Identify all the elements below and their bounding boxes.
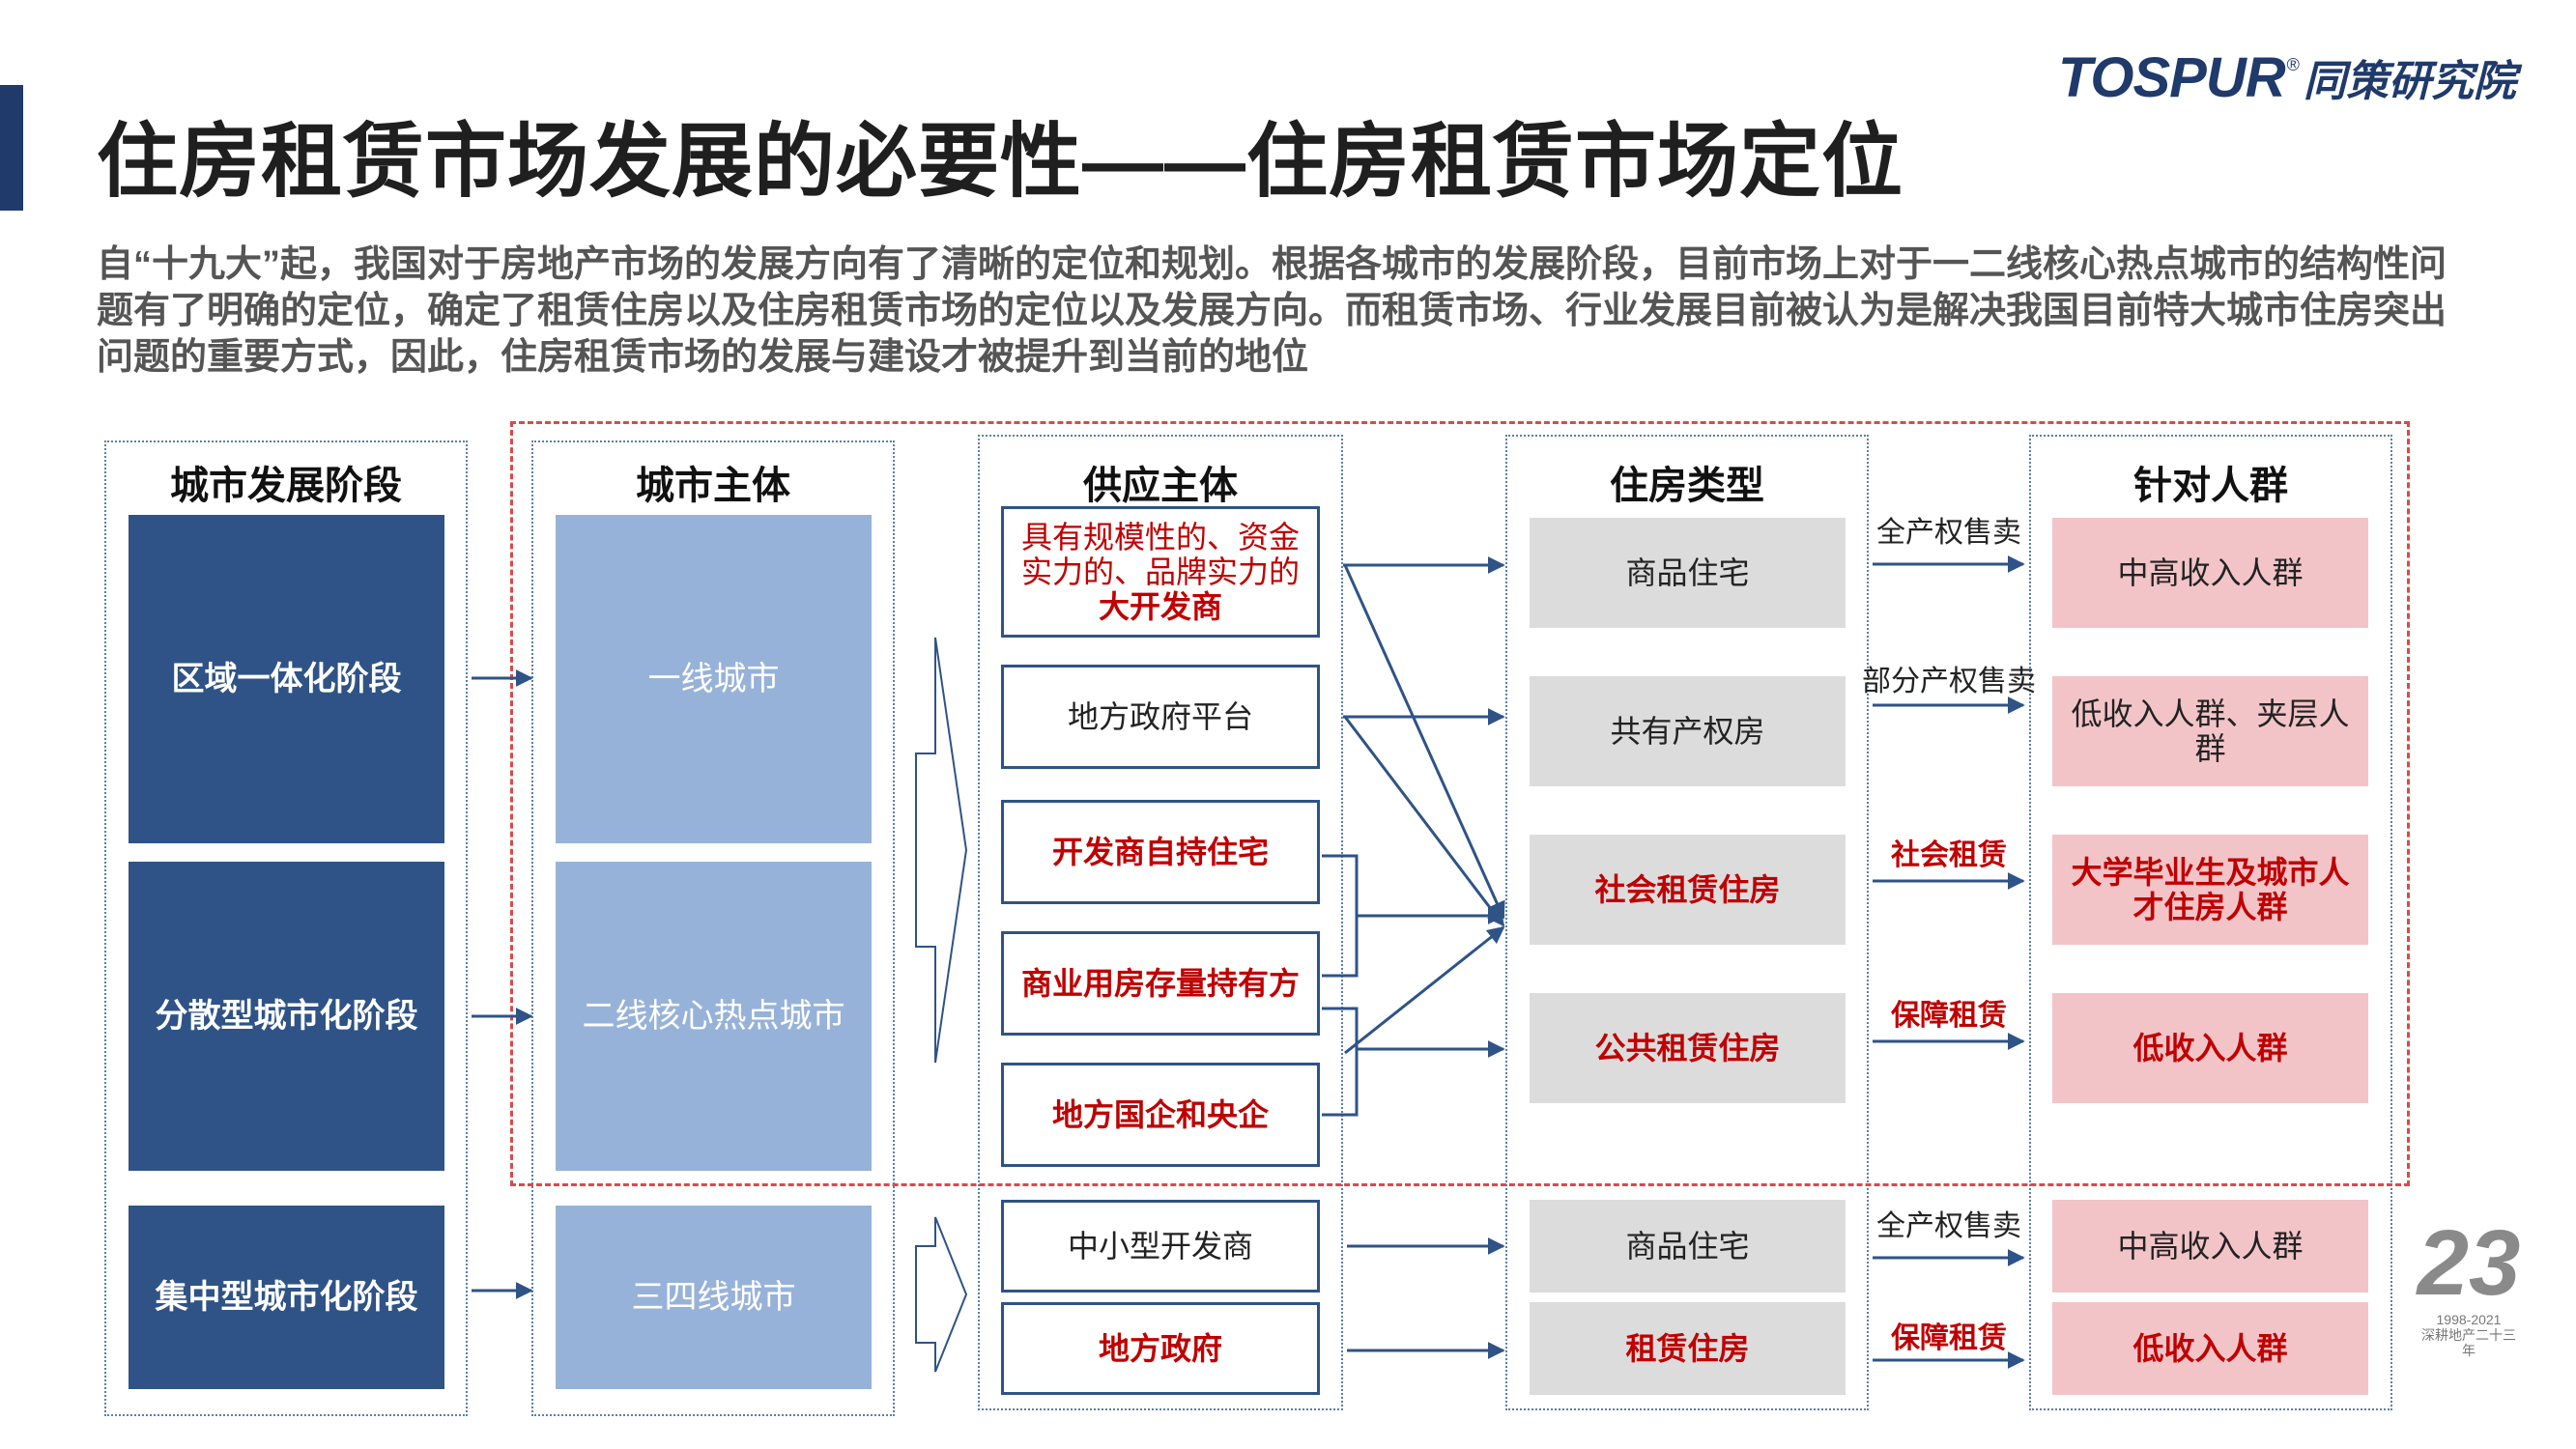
chevron-arrow-lower [915, 1216, 968, 1373]
supply-box: 地方政府平台 [1001, 665, 1320, 769]
supply-bracket [1322, 854, 1359, 978]
page-title: 住房租赁市场发展的必要性——住房租赁市场定位 [97, 116, 1904, 207]
intro-paragraph: 自“十九大”起，我国对于房地产市场的发展方向有了清晰的定位和规划。根据各城市的发… [97, 244, 2447, 378]
target-crowd-box: 低收入人群 [2052, 993, 2368, 1103]
badge-caption: 深耕地产二十三年 [2421, 1327, 2516, 1358]
title-accent-bar [0, 85, 23, 211]
housing-type-box: 商品住宅 [1530, 518, 1846, 628]
housing-type-box: 共有产权房 [1530, 676, 1846, 786]
housing-column-frame [1505, 435, 1869, 1410]
anniversary-badge: 23 1998-2021 深耕地产二十三年 [2416, 1211, 2522, 1359]
edge-label: 全产权售卖 [1876, 517, 2021, 549]
city-box: 一线城市 [556, 515, 872, 843]
edge-label: 全产权售卖 [1876, 1210, 2021, 1242]
housing-type-box: 租赁住房 [1530, 1302, 1846, 1395]
supply-housing-arrow [1343, 564, 1505, 920]
brand-logo: TOSPUR ® 同策研究院 [2058, 46, 2532, 109]
target-crowd-box: 中高收入人群 [2052, 1200, 2368, 1293]
stage-column-header: 城市发展阶段 [170, 465, 402, 507]
edge-label: 保障租赁 [1891, 1322, 2007, 1354]
logo-wordmark: TOSPUR [2058, 45, 2286, 109]
supply-column-header: 供应主体 [1083, 465, 1238, 507]
supply-box-highlight: 大开发商 [1098, 589, 1222, 624]
stage-column-frame [104, 440, 468, 1416]
crowd-column-header: 针对人群 [2133, 465, 2288, 507]
badge-years: 1998-2021 [2436, 1312, 2502, 1327]
target-crowd-box: 中高收入人群 [2052, 518, 2368, 628]
housing-type-box: 社会租赁住房 [1530, 835, 1846, 945]
housing-type-box: 商品住宅 [1530, 1200, 1846, 1293]
supply-box-text: 具有规模性的、资金实力的、品牌实力的 [1020, 520, 1300, 589]
chevron-arrow-upper [915, 637, 968, 1064]
city-column-frame [531, 440, 895, 1416]
supply-housing-arrow [1343, 716, 1505, 927]
supply-box: 中小型开发商 [1001, 1200, 1320, 1293]
stage-box: 集中型城市化阶段 [129, 1206, 444, 1389]
target-crowd-box: 低收入人群 [2052, 1302, 2368, 1395]
supply-box: 地方国企和央企 [1001, 1063, 1320, 1167]
edge-label: 保障租赁 [1891, 1000, 2007, 1032]
housing-type-box: 公共租赁住房 [1530, 993, 1846, 1103]
city-box: 三四线城市 [556, 1206, 872, 1389]
target-crowd-box: 低收入人群、夹层人群 [2052, 676, 2368, 786]
supply-box: 开发商自持住宅 [1001, 800, 1320, 904]
logo-chinese-name: 同策研究院 [2303, 58, 2516, 105]
edge-label: 部分产权售卖 [1862, 666, 2036, 697]
badge-number: 23 [2417, 1211, 2521, 1315]
crowd-column-frame [2029, 435, 2392, 1410]
supply-housing-arrow [1344, 925, 1505, 1055]
stage-box: 区域一体化阶段 [129, 515, 444, 843]
target-crowd-box: 大学毕业生及城市人才住房人群 [2052, 835, 2368, 945]
supply-column-frame [978, 435, 1343, 1410]
city-column-header: 城市主体 [636, 465, 790, 507]
core-city-dashed-frame [510, 421, 2410, 1186]
city-box: 二线核心热点城市 [556, 862, 872, 1171]
supply-box: 具有规模性的、资金实力的、品牌实力的 大开发商 [1001, 506, 1320, 638]
edge-label: 社会租赁 [1891, 839, 2007, 871]
housing-column-header: 住房类型 [1610, 465, 1764, 507]
stage-box: 分散型城市化阶段 [129, 862, 444, 1171]
supply-bracket [1322, 1007, 1359, 1117]
logo-registered-mark: ® [2286, 54, 2300, 74]
supply-box: 商业用房存量持有方 [1001, 931, 1320, 1036]
supply-box: 地方政府 [1001, 1302, 1320, 1395]
